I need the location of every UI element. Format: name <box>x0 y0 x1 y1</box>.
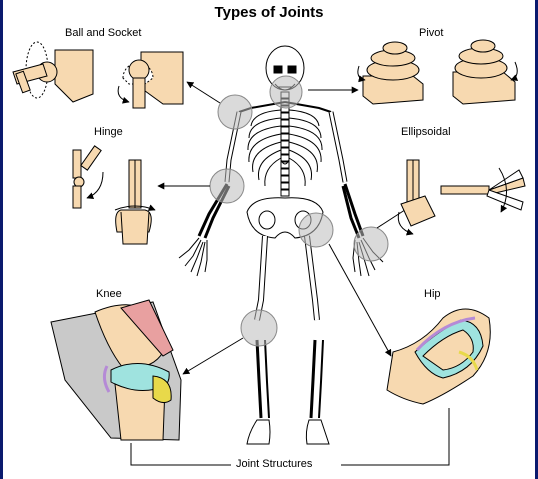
highlight-hip <box>298 212 334 248</box>
arrows <box>130 81 450 466</box>
bracket-right <box>341 408 450 466</box>
joints-diagram: Types of Joints Ball and Socket Pivot Hi… <box>3 0 535 479</box>
arrow-hip <box>328 243 392 357</box>
highlight-elbow <box>209 168 245 204</box>
pivot-illustration <box>357 39 519 105</box>
joint-highlights <box>209 75 389 347</box>
eye-socket-right <box>287 65 297 74</box>
highlight-knee <box>240 309 278 347</box>
label-ellipsoidal: Ellipsoidal <box>401 126 451 138</box>
leg-right <box>304 235 330 445</box>
ribcage <box>247 109 323 187</box>
label-joint-structures: Joint Structures <box>236 458 313 470</box>
hip-illustration <box>386 308 491 405</box>
highlight-neck <box>269 75 303 109</box>
highlight-wrist <box>353 226 389 262</box>
label-hip: Hip <box>424 288 441 300</box>
diagram-artwork <box>12 39 526 466</box>
ball-socket-illustration <box>12 41 184 109</box>
knee-illustration <box>50 299 182 441</box>
label-ball-and-socket: Ball and Socket <box>65 27 142 39</box>
arrow-ball-socket <box>186 81 221 104</box>
bracket-left <box>130 443 231 466</box>
label-hinge: Hinge <box>94 126 123 138</box>
arrow-knee <box>182 337 244 375</box>
ellipsoidal-illustration <box>397 159 526 236</box>
label-pivot: Pivot <box>419 27 444 39</box>
hinge-illustration <box>72 145 156 245</box>
diagram-title: Types of Joints <box>214 4 324 21</box>
eye-socket-left <box>273 65 283 74</box>
highlight-shoulder <box>217 94 253 130</box>
label-knee: Knee <box>96 288 122 300</box>
